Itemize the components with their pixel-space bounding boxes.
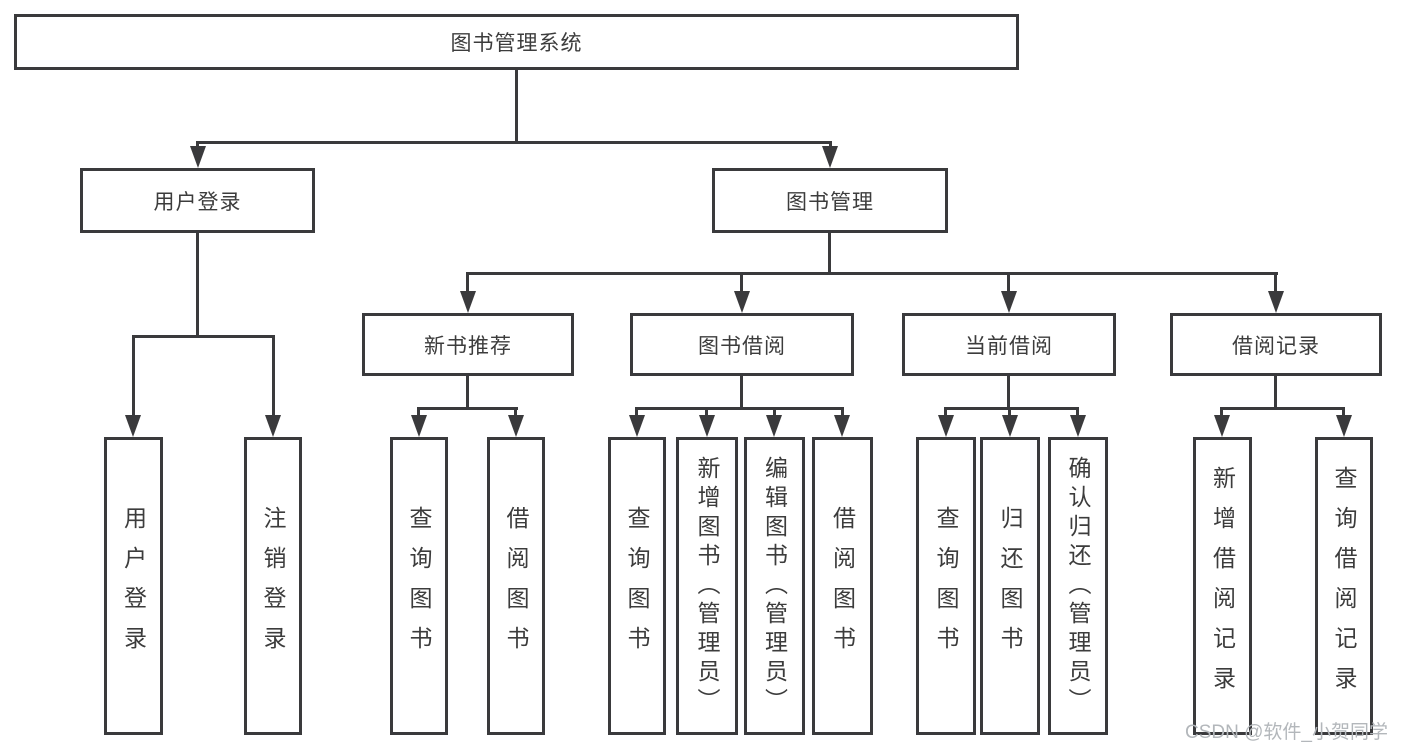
node-leaf-borrow-books-1: 借阅图书: [487, 437, 545, 735]
node-leaf-label: 查询借阅记录: [1331, 466, 1357, 706]
arrow-down-icon: [699, 415, 715, 437]
arrow-down-icon: [629, 415, 645, 437]
node-new-book-recommend: 新书推荐: [362, 313, 574, 376]
connector-line: [196, 141, 199, 149]
connector-line: [132, 335, 275, 338]
arrow-down-icon: [411, 415, 427, 437]
arrow-down-icon: [265, 415, 281, 437]
connector-line: [944, 407, 947, 416]
csdn-watermark: CSDN @软件_小贺同学: [1185, 722, 1388, 743]
arrow-down-icon: [190, 146, 206, 168]
node-leaf-confirm-return-admin: 确认归还（管理员）: [1048, 437, 1108, 735]
arrow-down-icon: [1002, 415, 1018, 437]
node-leaf-label: 查询图书: [933, 506, 959, 666]
arrow-down-icon: [125, 415, 141, 437]
node-user-login: 用户登录: [80, 168, 315, 233]
node-leaf-label: 编辑图书（管理员）: [761, 455, 788, 717]
arrow-down-icon: [1001, 291, 1017, 313]
connector-line: [829, 141, 832, 149]
node-leaf-label: 查询图书: [624, 506, 650, 666]
connector-line: [196, 141, 832, 144]
node-leaf-add-borrow-record: 新增借阅记录: [1193, 437, 1252, 735]
node-leaf-user-login: 用户登录: [104, 437, 163, 735]
connector-line: [944, 407, 1079, 410]
arrow-down-icon: [1070, 415, 1086, 437]
node-borrowing-records: 借阅记录: [1170, 313, 1382, 376]
node-leaf-label: 新增借阅记录: [1209, 466, 1236, 706]
connector-line: [417, 407, 518, 410]
connector-line: [1220, 407, 1223, 416]
connector-line: [132, 335, 135, 416]
connector-line: [514, 407, 517, 416]
connector-line: [705, 407, 708, 416]
connector-line: [1342, 407, 1345, 416]
node-book-borrowing-label: 图书借阅: [698, 334, 786, 358]
connector-line: [1076, 407, 1079, 416]
node-user-login-label: 用户登录: [153, 190, 242, 214]
node-new-book-recommend-label: 新书推荐: [424, 334, 512, 358]
node-leaf-query-borrow-record: 查询借阅记录: [1315, 437, 1373, 735]
node-leaf-add-books-admin: 新增图书（管理员）: [676, 437, 738, 735]
connector-line: [417, 407, 420, 416]
connector-line: [272, 335, 275, 416]
connector-line: [635, 407, 638, 416]
connector-line: [515, 70, 518, 141]
connector-line: [1274, 272, 1277, 292]
node-leaf-borrow-books-2: 借阅图书: [812, 437, 873, 735]
node-leaf-label: 归还图书: [997, 506, 1023, 666]
arrow-down-icon: [1336, 415, 1352, 437]
arrow-down-icon: [766, 415, 782, 437]
arrow-down-icon: [508, 415, 524, 437]
node-leaf-label: 借阅图书: [829, 506, 856, 666]
connector-line: [1007, 376, 1010, 407]
connector-line: [828, 233, 831, 272]
node-borrowing-records-label: 借阅记录: [1232, 334, 1320, 358]
connector-line: [1220, 407, 1345, 410]
node-leaf-edit-books-admin: 编辑图书（管理员）: [744, 437, 805, 735]
connector-line: [466, 272, 469, 292]
node-leaf-logout: 注销登录: [244, 437, 302, 735]
node-leaf-label: 新增图书（管理员）: [694, 455, 720, 717]
node-leaf-label: 确认归还（管理员）: [1065, 455, 1091, 717]
node-root-label: 图书管理系统: [450, 32, 583, 55]
node-leaf-label: 查询图书: [406, 506, 432, 666]
connector-line: [740, 376, 743, 407]
arrow-down-icon: [834, 415, 850, 437]
connector-line: [196, 233, 199, 335]
arrow-down-icon: [734, 291, 750, 313]
node-leaf-return-books: 归还图书: [980, 437, 1040, 735]
connector-line: [1274, 376, 1277, 407]
connector-line: [1007, 272, 1010, 292]
node-leaf-label: 注销登录: [260, 506, 286, 666]
node-current-borrowing: 当前借阅: [902, 313, 1116, 376]
node-leaf-query-books-2: 查询图书: [608, 437, 666, 735]
node-book-borrowing: 图书借阅: [630, 313, 854, 376]
connector-line: [841, 407, 844, 416]
connector-line: [773, 407, 776, 416]
arrow-down-icon: [1268, 291, 1284, 313]
node-leaf-query-books-3: 查询图书: [916, 437, 976, 735]
arrow-down-icon: [822, 146, 838, 168]
connector-line: [740, 272, 743, 292]
connector-line: [1008, 407, 1011, 416]
node-book-management: 图书管理: [712, 168, 948, 233]
node-leaf-label: 借阅图书: [503, 506, 529, 666]
node-leaf-label: 用户登录: [120, 506, 147, 666]
node-book-management-label: 图书管理: [786, 190, 874, 214]
connector-line: [635, 407, 844, 410]
node-leaf-query-books-1: 查询图书: [390, 437, 448, 735]
arrow-down-icon: [938, 415, 954, 437]
connector-line: [466, 376, 469, 407]
node-root: 图书管理系统: [14, 14, 1019, 70]
arrow-down-icon: [460, 291, 476, 313]
arrow-down-icon: [1214, 415, 1230, 437]
connector-line: [466, 272, 1278, 275]
node-current-borrowing-label: 当前借阅: [965, 334, 1053, 358]
